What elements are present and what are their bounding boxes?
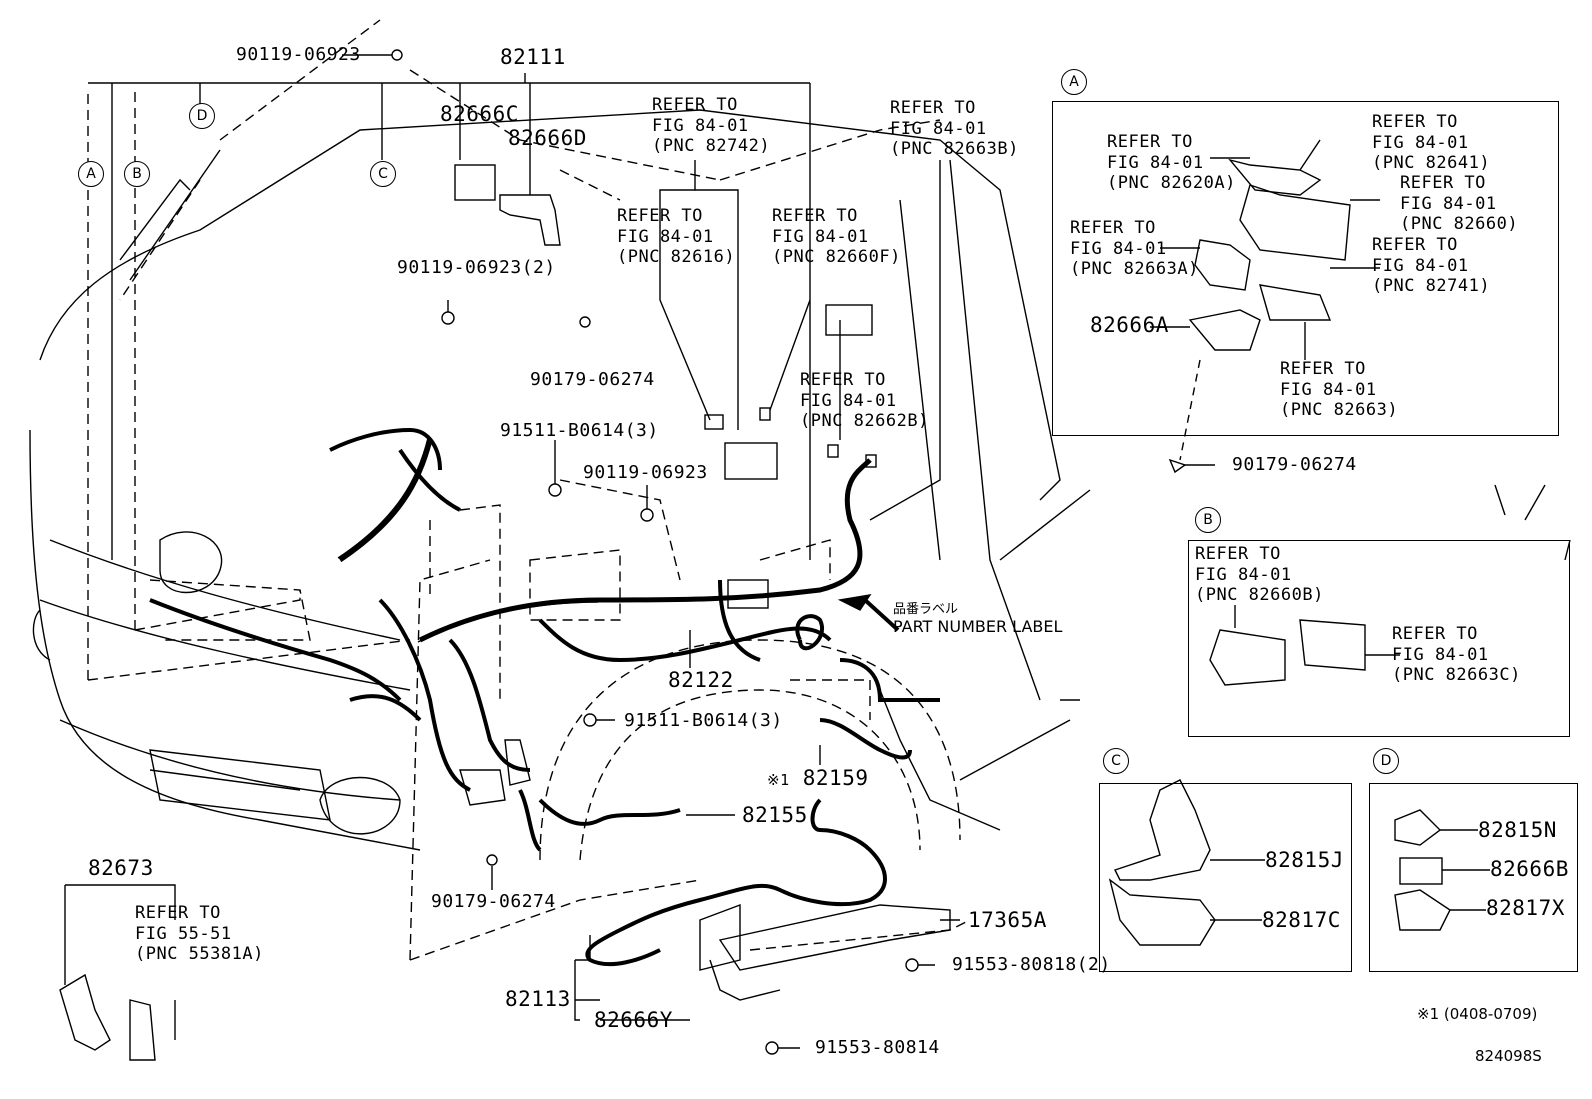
part-label-82666B: 82666B	[1490, 857, 1569, 881]
callout-A-inset: A	[1061, 69, 1087, 95]
fastener-label-91553-80814: 91553-80814	[815, 1037, 940, 1058]
callout-C-inset: C	[1103, 748, 1129, 774]
fastener-label-91511-B0614-upper: 91511-B0614(3)	[500, 420, 659, 441]
inset-D-box	[1369, 783, 1578, 972]
part-label-82815J: 82815J	[1265, 848, 1344, 872]
part-label-82817C: 82817C	[1262, 908, 1341, 932]
inset-C-box	[1099, 783, 1352, 972]
callout-B-main: B	[124, 161, 150, 187]
fastener-label-91511-B0614-lower: 91511-B0614(3)	[624, 710, 783, 731]
inset-A-box	[1052, 101, 1559, 436]
part-82666Y-shape	[699, 903, 741, 971]
part-82159-text: 82159	[802, 766, 869, 790]
callout-A-main: A	[78, 161, 104, 187]
part-82666D-shape	[499, 194, 561, 246]
callout-D-inset: D	[1373, 748, 1399, 774]
part-label-82666D: 82666D	[508, 126, 587, 150]
part-label-82817X: 82817X	[1486, 896, 1565, 920]
fastener-label-90119-06923-top: 90119-06923	[236, 44, 361, 65]
fastener-label-90179-06274-inset: 90179-06274	[1232, 454, 1357, 475]
part-17365A-shape	[718, 904, 951, 971]
relay-box-shape	[724, 442, 778, 480]
part-label-82122: 82122	[668, 668, 734, 692]
fastener-label-90119-06923-mid: 90119-06923	[583, 462, 708, 483]
part-label-17365A: 17365A	[968, 908, 1047, 932]
fastener-label-91553-80818: 91553-80818(2)	[952, 954, 1111, 975]
callout-B-inset: B	[1195, 507, 1221, 533]
wheel-arch	[539, 639, 961, 861]
part-label-82673: 82673	[88, 856, 154, 880]
part-label-82666C: 82666C	[440, 102, 519, 126]
fastener-label-90179-06274-lower: 90179-06274	[431, 891, 556, 912]
footnote-mark: ※1	[767, 771, 790, 789]
fastener-label-90119-06923-2: 90119-06923(2)	[397, 257, 556, 278]
part-82666C-shape	[454, 164, 496, 201]
footnote-date-range: ※1 (0408-0709)	[1417, 1005, 1538, 1023]
main-harness	[338, 439, 872, 643]
part-number-label-jp: 品番ラベル	[893, 602, 959, 617]
inset-B-box	[1188, 540, 1570, 737]
vehicle-body-outline	[39, 109, 1061, 501]
part-label-82666A: 82666A	[1090, 313, 1169, 337]
part-label-82155: 82155	[742, 803, 808, 827]
part-label-82159: ※1 82159	[767, 768, 868, 790]
callout-D-main: D	[189, 103, 215, 129]
part-label-82111: 82111	[500, 45, 566, 69]
callout-C-main: C	[370, 161, 396, 187]
part-label-82113: 82113	[505, 987, 571, 1011]
part-label-82815N: 82815N	[1478, 818, 1557, 842]
ecu-box-shape	[825, 304, 873, 336]
part-label-82666Y: 82666Y	[594, 1008, 673, 1032]
part-82673-shape	[59, 973, 156, 1061]
fastener-label-90179-06274-upper: 90179-06274	[530, 369, 655, 390]
part-number-label-en: PART NUMBER LABEL	[893, 617, 1063, 636]
diagram-id: 824098S	[1475, 1047, 1542, 1065]
